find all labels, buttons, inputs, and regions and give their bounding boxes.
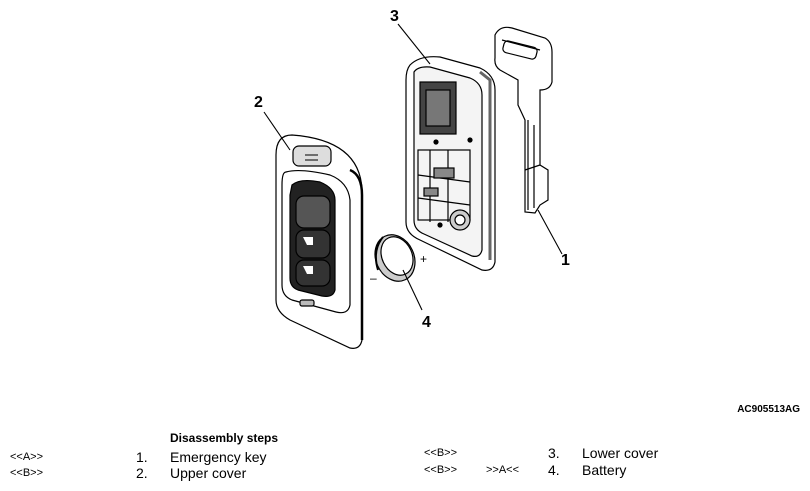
- battery-plus-sign: +: [420, 252, 428, 266]
- step-4-tag: <<B>>: [424, 464, 458, 476]
- step-1-label: Emergency key: [170, 449, 267, 465]
- step-4-label: Battery: [582, 462, 627, 478]
- step-3-number: 3.: [548, 445, 560, 461]
- leader-lines: [263, 23, 563, 311]
- step-2-label: Upper cover: [170, 465, 247, 481]
- callout-4: 4: [422, 314, 431, 331]
- step-1-tag: <<A>>: [10, 451, 44, 463]
- step-4-tag-secondary: >>A<<: [486, 464, 520, 476]
- step-2-number: 2.: [136, 465, 148, 481]
- figure-code: AC905513AG: [737, 404, 800, 415]
- callout-2: 2: [254, 94, 263, 111]
- callout-1: 1: [561, 252, 570, 269]
- battery-minus-sign: –: [370, 271, 377, 285]
- step-3-tag: <<B>>: [424, 447, 458, 459]
- step-2-tag: <<B>>: [10, 467, 44, 479]
- key-fob-exploded-diagram: [263, 23, 563, 349]
- callout-3: 3: [390, 8, 399, 25]
- steps-title: Disassembly steps: [170, 431, 279, 445]
- step-1-number: 1.: [136, 449, 148, 465]
- upper-cover-drawing: [275, 134, 364, 349]
- emergency-key-drawing: [494, 26, 553, 214]
- lower-cover-drawing: [405, 56, 496, 271]
- step-3-label: Lower cover: [582, 445, 659, 461]
- battery-drawing: [374, 234, 416, 282]
- step-4-number: 4.: [548, 462, 560, 478]
